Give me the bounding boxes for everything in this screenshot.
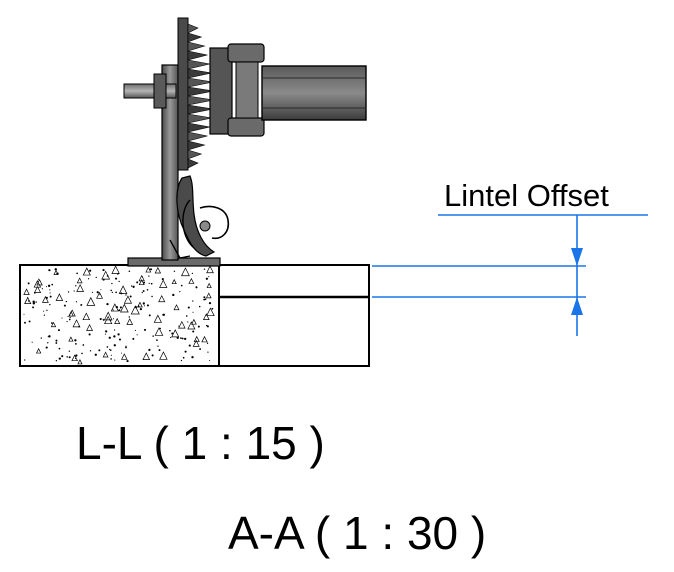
dimension-arrow-up xyxy=(571,297,583,315)
dimension-arrow-down xyxy=(571,248,583,266)
lintel xyxy=(218,264,370,367)
dimension-label: Lintel Offset xyxy=(444,178,609,213)
lintel-offset-dimension xyxy=(372,214,648,336)
concrete-block xyxy=(19,264,220,367)
bracket-assembly xyxy=(123,17,367,267)
section-title-a-a: A-A ( 1 : 30 ) xyxy=(228,507,487,559)
concrete-hatch xyxy=(23,265,215,365)
section-title-l-l: L-L ( 1 : 15 ) xyxy=(76,417,325,469)
serrated-plate xyxy=(187,23,214,169)
